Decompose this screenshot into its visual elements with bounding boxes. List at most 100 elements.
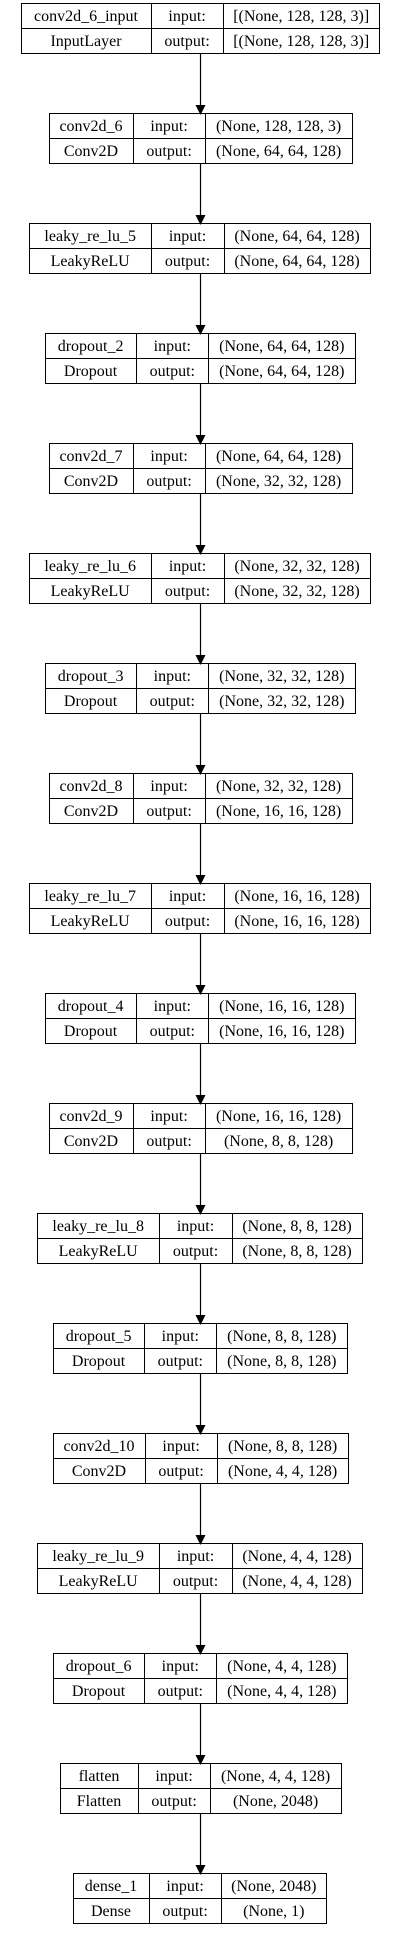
input-label: input: <box>150 448 187 465</box>
input-label: input: <box>169 228 206 245</box>
layer-node-leaky_re_lu_6: leaky_re_lu_6LeakyReLUinput:output:(None… <box>29 553 371 604</box>
layer-name: dropout_6 <box>66 1658 132 1675</box>
layer-name: leaky_re_lu_9 <box>52 1548 144 1565</box>
output-label: output: <box>158 1683 203 1700</box>
output-shape: (None, 32, 32, 128) <box>219 693 344 710</box>
output-shape: (None, 64, 64, 128) <box>234 253 359 270</box>
output-shape: (None, 4, 4, 128) <box>242 1573 351 1590</box>
input-shape: (None, 4, 4, 128) <box>227 1658 336 1675</box>
output-shape: (None, 8, 8, 128) <box>227 1353 336 1370</box>
output-shape: (None, 64, 64, 128) <box>219 363 344 380</box>
output-label: output: <box>150 693 195 710</box>
output-shape: [(None, 128, 128, 3)] <box>233 33 369 50</box>
layer-name: flatten <box>79 1768 120 1785</box>
layer-type: LeakyReLU <box>59 1243 139 1260</box>
layer-type: Conv2D <box>64 1133 118 1150</box>
layer-name: dropout_3 <box>58 668 124 685</box>
layer-type: Conv2D <box>64 143 118 160</box>
input-shape: [(None, 128, 128, 3)] <box>233 8 369 25</box>
input-label: input: <box>168 8 205 25</box>
output-label: output: <box>151 1793 196 1810</box>
input-label: input: <box>169 888 206 905</box>
layer-name: conv2d_10 <box>63 1438 134 1455</box>
input-shape: (None, 64, 64, 128) <box>234 228 359 245</box>
output-shape: (None, 4, 4, 128) <box>228 1463 337 1480</box>
output-shape: (None, 4, 4, 128) <box>227 1683 336 1700</box>
input-label: input: <box>166 1878 203 1895</box>
layer-name: leaky_re_lu_5 <box>44 228 136 245</box>
layer-type: Dropout <box>72 1683 126 1700</box>
output-label: output: <box>173 1573 218 1590</box>
input-label: input: <box>162 1658 199 1675</box>
layer-type: Dropout <box>64 1023 118 1040</box>
output-shape: (None, 16, 16, 128) <box>216 803 341 820</box>
output-shape: (None, 8, 8, 128) <box>242 1243 351 1260</box>
output-label: output: <box>173 1243 218 1260</box>
layer-name: conv2d_9 <box>59 1108 122 1125</box>
input-label: input: <box>162 1438 199 1455</box>
output-label: output: <box>146 1133 191 1150</box>
output-label: output: <box>164 33 209 50</box>
layer-name: leaky_re_lu_6 <box>44 558 136 575</box>
layer-type: Conv2D <box>72 1463 126 1480</box>
output-shape: (None, 16, 16, 128) <box>234 913 359 930</box>
layer-type: Flatten <box>77 1793 121 1810</box>
output-label: output: <box>165 253 210 270</box>
output-shape: (None, 32, 32, 128) <box>234 583 359 600</box>
input-label: input: <box>162 1328 199 1345</box>
output-label: output: <box>162 1903 207 1920</box>
layer-name: dense_1 <box>85 1878 137 1895</box>
layer-name: conv2d_8 <box>59 778 122 795</box>
input-shape: (None, 4, 4, 128) <box>221 1768 330 1785</box>
output-label: output: <box>158 1463 203 1480</box>
layer-name: dropout_4 <box>58 998 124 1015</box>
layer-type: LeakyReLU <box>51 913 131 930</box>
layer-node-conv2d_6_input: conv2d_6_inputInputLayerinput:output:[(N… <box>21 3 380 54</box>
output-shape: (None, 32, 32, 128) <box>216 473 341 490</box>
output-label: output: <box>165 913 210 930</box>
input-label: input: <box>150 778 187 795</box>
input-shape: (None, 16, 16, 128) <box>219 998 344 1015</box>
layer-type: Dense <box>91 1903 131 1920</box>
layer-type: Dropout <box>64 363 118 380</box>
output-shape: (None, 8, 8, 128) <box>224 1133 333 1150</box>
layer-name: leaky_re_lu_8 <box>52 1218 144 1235</box>
output-label: output: <box>165 583 210 600</box>
layer-name: conv2d_7 <box>59 448 122 465</box>
input-shape: (None, 8, 8, 128) <box>242 1218 351 1235</box>
input-shape: (None, 32, 32, 128) <box>216 778 341 795</box>
output-label: output: <box>146 803 191 820</box>
output-label: output: <box>150 363 195 380</box>
input-shape: (None, 16, 16, 128) <box>216 1108 341 1125</box>
layer-type: Conv2D <box>64 803 118 820</box>
input-shape: (None, 4, 4, 128) <box>242 1548 351 1565</box>
layer-name: conv2d_6 <box>59 118 122 135</box>
input-shape: (None, 32, 32, 128) <box>219 668 344 685</box>
input-label: input: <box>177 1548 214 1565</box>
input-shape: (None, 2048) <box>231 1878 316 1895</box>
output-label: output: <box>150 1023 195 1040</box>
layer-type: Dropout <box>72 1353 126 1370</box>
input-label: input: <box>155 1768 192 1785</box>
input-shape: (None, 64, 64, 128) <box>219 338 344 355</box>
output-shape: (None, 16, 16, 128) <box>219 1023 344 1040</box>
layer-type: InputLayer <box>50 33 122 50</box>
input-label: input: <box>154 668 191 685</box>
input-label: input: <box>177 1218 214 1235</box>
output-label: output: <box>158 1353 203 1370</box>
nodes-layer: conv2d_6_inputInputLayerinput:output:[(N… <box>21 3 380 1924</box>
layer-node-leaky_re_lu_5: leaky_re_lu_5LeakyReLUinput:output:(None… <box>29 223 371 274</box>
layer-name: leaky_re_lu_7 <box>44 888 136 905</box>
layer-node-leaky_re_lu_9: leaky_re_lu_9LeakyReLUinput:output:(None… <box>37 1543 363 1594</box>
input-shape: (None, 128, 128, 3) <box>216 118 341 135</box>
